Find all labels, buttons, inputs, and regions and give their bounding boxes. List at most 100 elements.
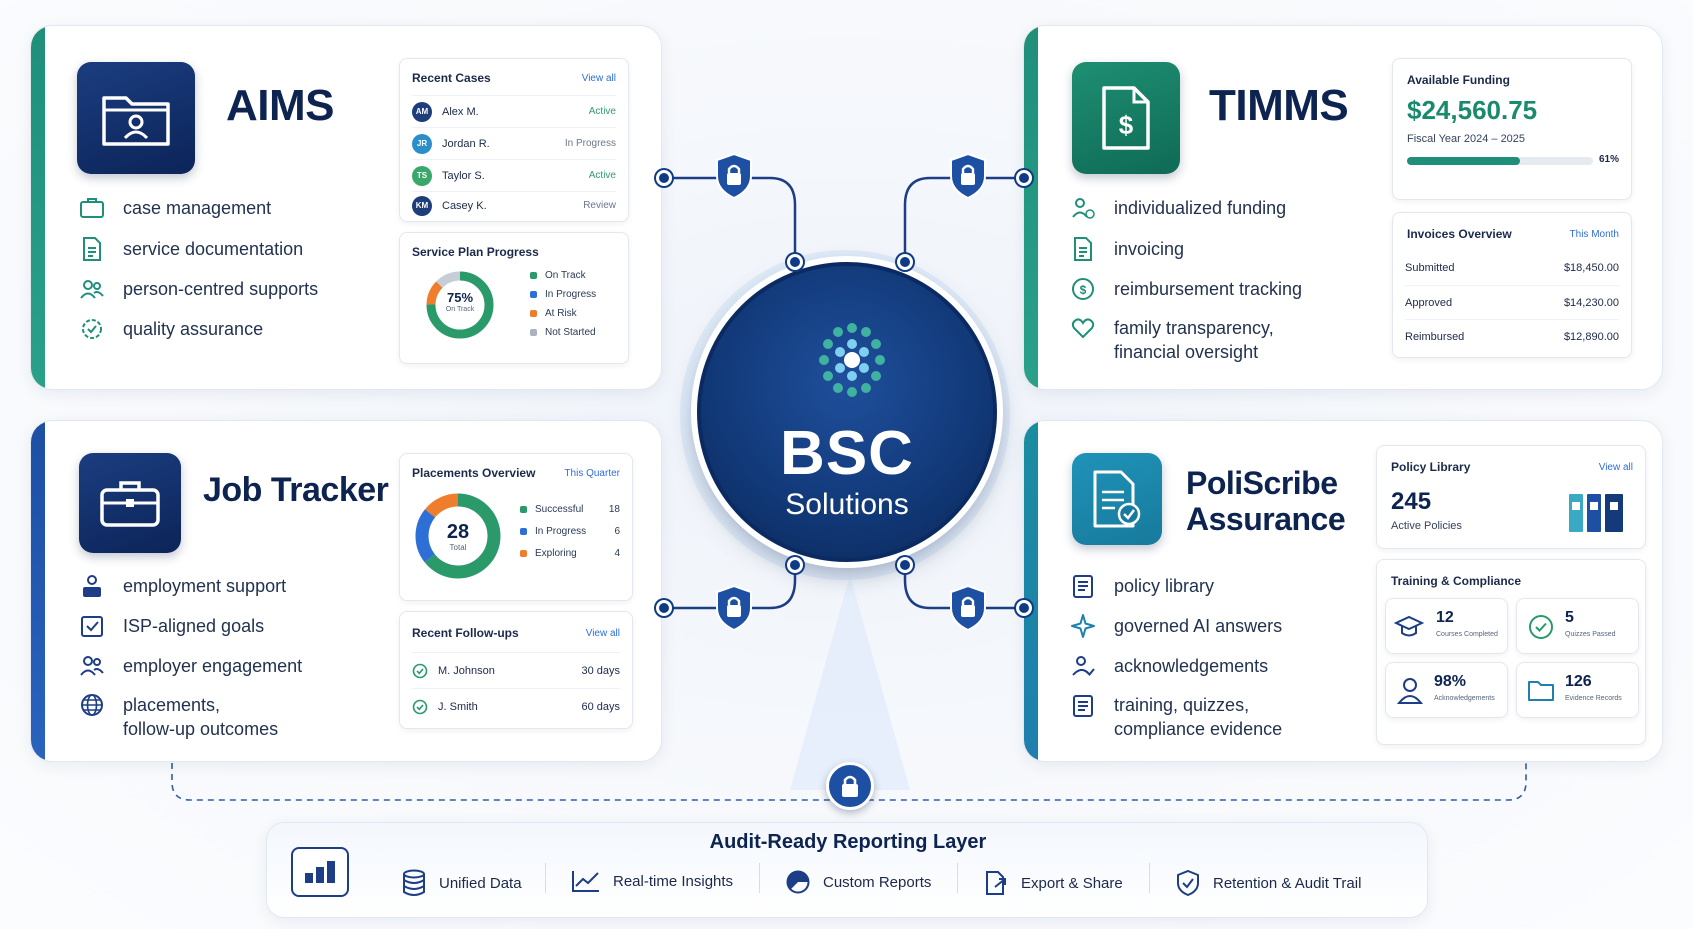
check-circle-icon <box>412 699 428 714</box>
heart-hand-icon <box>1071 318 1095 339</box>
service-plan-donut <box>426 271 494 339</box>
followups-view-all-link[interactable]: View all <box>585 628 620 639</box>
feature-placements: placements,follow-up outcomes <box>79 693 278 741</box>
stat-evidence-records: 126 Evidence Records <box>1516 662 1639 718</box>
placements-total-label: Total <box>449 543 467 552</box>
placements-total-value: 28 <box>446 521 470 543</box>
policy-count: 245 <box>1391 488 1432 515</box>
policy-library-view-all-link[interactable]: View all <box>1598 462 1633 473</box>
shield-check-icon <box>1177 869 1199 897</box>
feature-label: reimbursement tracking <box>1114 279 1303 299</box>
followup-row[interactable]: J. Smith 60 days <box>412 688 620 724</box>
invoice-row: Reimbursed $12,890.00 <box>1405 319 1619 353</box>
globe-icon <box>81 694 103 716</box>
check-circle-icon <box>412 663 428 678</box>
recent-cases-view-all-link[interactable]: View all <box>581 73 616 84</box>
people-icon <box>80 280 104 299</box>
reporting-item-custom-reports[interactable]: Custom Reports <box>785 869 931 895</box>
connector-node <box>656 170 672 186</box>
feature-policy-library: policy library <box>1070 574 1214 599</box>
user-check-icon <box>1072 656 1095 676</box>
folder-icon <box>1528 681 1554 701</box>
svg-text:$: $ <box>1080 283 1087 297</box>
avatar: JR <box>412 133 432 154</box>
reporting-item-unified-data[interactable]: Unified Data <box>401 869 522 897</box>
invoice-row: Approved $14,230.00 <box>1405 285 1619 319</box>
reporting-item-export-share[interactable]: Export & Share <box>983 869 1123 897</box>
lock-shield-icon <box>950 584 986 632</box>
funding-amount: $24,560.75 <box>1407 95 1538 125</box>
case-name: Alex M. <box>442 105 479 118</box>
funding-period: Fiscal Year 2024 – 2025 <box>1407 133 1526 145</box>
clipboard-icon <box>1073 695 1093 717</box>
invoices-this-month-link[interactable]: This Month <box>1569 229 1619 240</box>
avatar: TS <box>412 165 432 186</box>
hub-connector-node <box>897 254 913 270</box>
aims-card: AIMS case management service documentati… <box>30 25 662 390</box>
binders-icon <box>1569 494 1623 532</box>
case-status: Active <box>588 106 616 117</box>
feature-service-documentation: service documentation <box>79 237 303 262</box>
case-row[interactable]: TS Taylor S. Active <box>412 159 616 191</box>
timms-title: TIMMS <box>1209 81 1349 130</box>
policy-count-label: Active Policies <box>1391 520 1462 532</box>
coin-refresh-icon: $ <box>1072 278 1094 300</box>
feature-employment-support: employment support <box>79 574 286 599</box>
stat-quizzes-passed: 5 Quizzes Passed <box>1516 598 1639 654</box>
feature-label: governed AI answers <box>1114 616 1283 636</box>
followup-row[interactable]: M. Johnson 30 days <box>412 652 620 688</box>
funding-progress-track <box>1407 157 1593 165</box>
divider <box>1149 863 1150 893</box>
bottom-lock-badge <box>826 762 874 810</box>
feature-label: individualized funding <box>1114 198 1287 218</box>
reporting-item-retention-audit-trail[interactable]: Retention & Audit Trail <box>1175 869 1361 897</box>
feature-label: training, quizzes,compliance evidence <box>1114 695 1283 739</box>
folder-user-icon <box>77 62 195 174</box>
connector-node <box>656 600 672 616</box>
feature-employer-engagement: employer engagement <box>79 654 302 679</box>
feature-individualized-funding: individualized funding <box>1070 196 1286 221</box>
stat-acknowledgements: 98% Acknowledgements <box>1385 662 1508 718</box>
invoices-overview-panel: Invoices Overview This Month Submitted $… <box>1392 212 1632 358</box>
feature-person-centred-supports: person-centred supports <box>79 277 318 302</box>
legend-in-progress: In Progress <box>530 289 596 300</box>
sparkle-icon <box>1071 614 1095 638</box>
reporting-layer-bar: Audit-Ready Reporting Layer Unified Data… <box>266 822 1428 918</box>
legend-at-risk: At Risk <box>530 308 577 319</box>
hub-title: BSC <box>780 419 914 488</box>
feature-label: service documentation <box>123 239 304 259</box>
connector-node <box>1016 170 1032 186</box>
user-briefcase-icon <box>83 575 101 597</box>
placements-overview-panel: Placements Overview This Quarter 28 Tota… <box>399 453 633 601</box>
case-folder-icon <box>80 198 104 218</box>
feature-label: placements,follow-up outcomes <box>123 695 279 739</box>
briefcase-icon <box>79 453 181 553</box>
funding-title: Available Funding <box>1407 73 1510 87</box>
case-name: Casey K. <box>442 199 487 212</box>
case-row[interactable]: KM Casey K. Review <box>412 191 616 219</box>
stat-courses-completed: 12 Courses Completed <box>1385 598 1508 654</box>
svg-text:$: $ <box>1119 110 1134 140</box>
dollar-document-icon: $ <box>1072 62 1180 174</box>
hub-connector-node <box>787 254 803 270</box>
feature-training-quizzes: training, quizzes,compliance evidence <box>1070 693 1282 741</box>
training-title: Training & Compliance <box>1391 574 1522 588</box>
poliscribe-card: PoliScribe Assurance policy library gove… <box>1023 420 1663 762</box>
legend-on-track: On Track <box>530 270 586 281</box>
list-document-icon <box>1073 575 1093 598</box>
reporting-item-real-time-insights[interactable]: Real-time Insights <box>571 869 733 893</box>
case-row[interactable]: AM Alex M. Active <box>412 95 616 127</box>
recent-cases-panel: Recent Cases View all AM Alex M. Active … <box>399 58 629 222</box>
handshake-users-icon <box>80 656 104 676</box>
case-status: In Progress <box>564 138 616 149</box>
poliscribe-title: PoliScribe Assurance <box>1186 465 1346 537</box>
divider <box>759 863 760 893</box>
case-row[interactable]: JR Jordan R. In Progress <box>412 127 616 159</box>
database-icon <box>403 869 425 896</box>
graduation-cap-icon <box>1394 615 1424 637</box>
avatar: KM <box>412 195 432 216</box>
case-status: Review <box>583 200 616 211</box>
feature-isp-aligned-goals: ISP-aligned goals <box>79 614 264 639</box>
placements-this-quarter-link[interactable]: This Quarter <box>564 468 620 479</box>
timms-card: $ TIMMS individualized funding invoicing… <box>1023 25 1663 390</box>
